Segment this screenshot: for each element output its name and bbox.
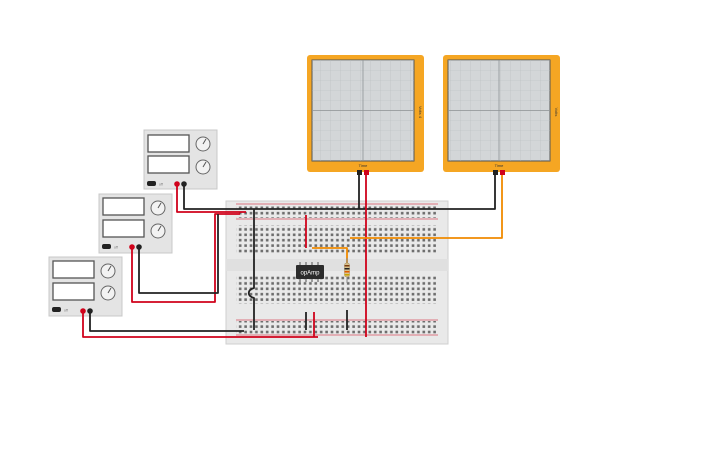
oscilloscope-1-y-label: Volts 4	[418, 106, 423, 119]
wire-supply1-red[interactable]	[176, 184, 246, 213]
power-supply-1[interactable]: off	[143, 129, 218, 190]
power-supply-2[interactable]: off	[98, 193, 173, 254]
oscilloscope-2-terminal-red[interactable]	[500, 170, 505, 175]
oscilloscope-1-terminal-black[interactable]	[357, 170, 362, 175]
opamp-label: opAmp	[300, 271, 320, 277]
wire-jumper-black-left[interactable]	[247, 209, 255, 330]
opamp-chip[interactable]: opAmp	[296, 262, 324, 282]
oscilloscope-2-y-label: Volts	[554, 108, 559, 117]
wire-scope2-black[interactable]	[438, 175, 496, 210]
oscilloscope-2-x-label: Time	[495, 163, 505, 168]
oscilloscope-1[interactable]: Volts 4 Time	[307, 55, 424, 175]
power-supply-2-power-label: off	[114, 246, 118, 250]
power-supply-3-power-button[interactable]	[52, 307, 61, 312]
oscilloscope-2-terminal-black[interactable]	[493, 170, 498, 175]
wire-supply2-black[interactable]	[138, 214, 219, 294]
wire-supply3-black[interactable]	[89, 311, 244, 332]
oscilloscope-1-x-label: Time	[359, 163, 369, 168]
power-supply-3-power-label: off	[64, 309, 68, 313]
power-supply-1-power-label: off	[159, 183, 163, 187]
breadboard[interactable]	[225, 200, 449, 345]
wire-scope2-orange[interactable]	[350, 175, 503, 239]
wire-supply3-red[interactable]	[82, 311, 318, 338]
wire-supply2-red[interactable]	[131, 213, 240, 303]
oscilloscope-1-terminal-red[interactable]	[364, 170, 369, 175]
power-supply-1-power-button[interactable]	[147, 181, 156, 186]
resistor[interactable]	[344, 258, 350, 283]
wires	[82, 175, 503, 338]
power-supply-2-power-button[interactable]	[102, 244, 111, 249]
wire-supply1-black[interactable]	[183, 184, 438, 210]
oscilloscope-2[interactable]: Volts Time	[443, 55, 560, 175]
power-supply-3[interactable]: off	[48, 256, 123, 317]
